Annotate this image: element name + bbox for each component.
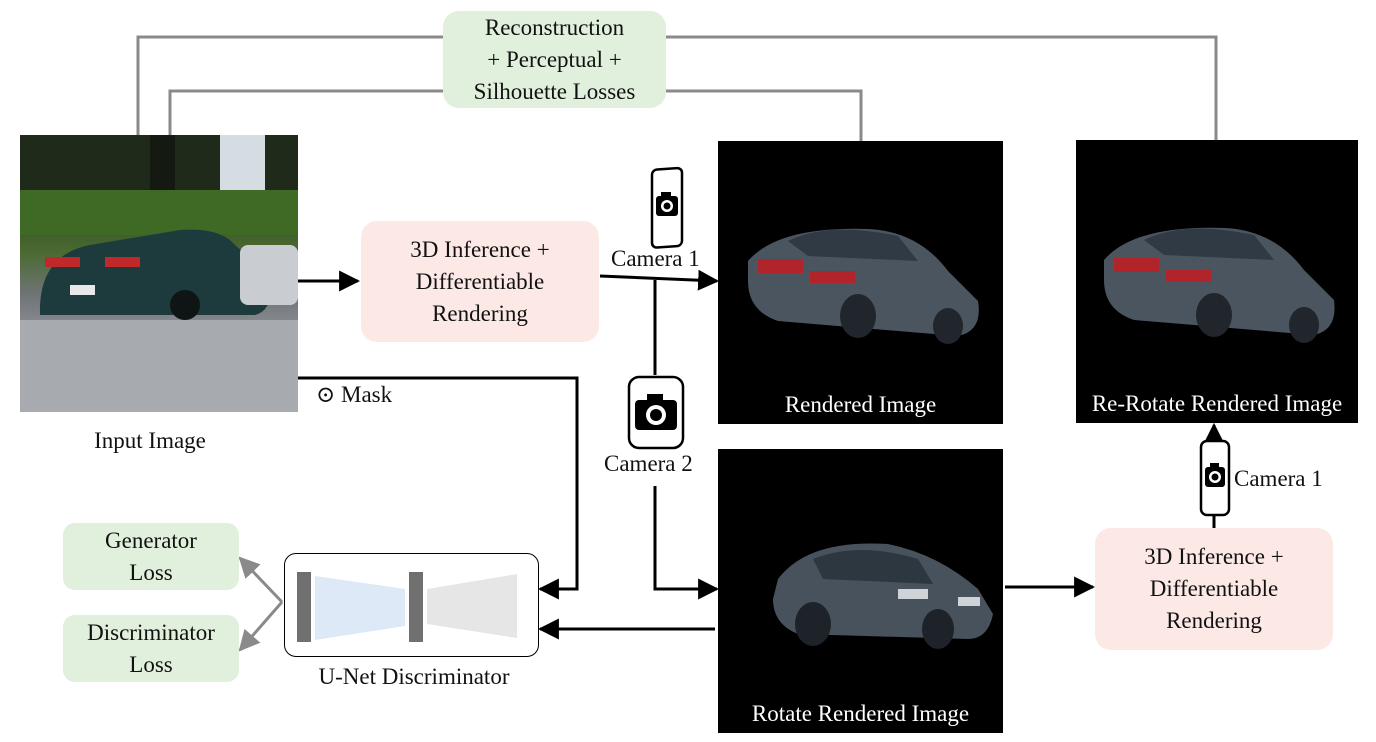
rerotate-caption: Re-Rotate Rendered Image: [1091, 391, 1343, 416]
discriminator-loss-line-2: Loss: [129, 651, 173, 677]
loss-line-inner: [168, 89, 443, 135]
losses-line-3: Silhouette Losses: [473, 78, 636, 104]
inference-right-line-1: 3D Inference +: [1144, 544, 1284, 569]
loss-line-rerotate: [666, 35, 1218, 140]
inference-top-line-2: Differentiable: [415, 268, 545, 294]
unet-decoder: [427, 574, 517, 638]
unet-discriminator: [284, 553, 539, 657]
loss-line-rendered: [666, 89, 863, 141]
mask-label: ⊙ Mask: [316, 382, 393, 407]
inference-box-top: 3D Inference + Differentiable Rendering: [361, 221, 599, 342]
arrow-mask-unet: [298, 376, 579, 600]
rerotate-rendered-image: Re-Rotate Rendered Image: [1076, 140, 1358, 423]
inference-box-right: 3D Inference + Differentiable Rendering: [1095, 528, 1333, 650]
rotate-caption: Rotate Rendered Image: [751, 701, 970, 726]
generator-loss-box: Generator Loss: [63, 523, 239, 590]
losses-box: Reconstruction + Perceptual + Silhouette…: [443, 11, 666, 108]
camera2-label: Camera 2: [604, 451, 693, 476]
rendered-image: Rendered Image: [718, 141, 1003, 424]
input-image-label: Input Image: [94, 428, 206, 453]
discriminator-loss-line-1: Discriminator: [87, 619, 215, 645]
unet-encoder: [315, 576, 405, 640]
camera1-top-label: Camera 1: [611, 246, 700, 271]
losses-line-2: + Perceptual +: [487, 46, 622, 72]
camera1-right-label: Camera 1: [1234, 466, 1323, 491]
inference-right-line-3: Rendering: [1166, 608, 1262, 633]
losses-line-1: Reconstruction: [484, 14, 625, 40]
generator-loss-line-2: Loss: [129, 559, 173, 585]
unet-label: U-Net Discriminator: [318, 664, 510, 689]
rotate-rendered-image: Rotate Rendered Image: [718, 449, 1003, 733]
generator-loss-line-1: Generator: [105, 527, 197, 553]
arrow-unet-discriminator: [238, 601, 284, 652]
rendered-caption: Rendered Image: [784, 392, 937, 417]
inference-top-line-3: Rendering: [432, 300, 528, 326]
arrow-camera2-rotate: [653, 486, 720, 600]
discriminator-loss-box: Discriminator Loss: [63, 615, 239, 682]
loss-line-outer: [136, 35, 443, 135]
arrow-inference-rendered: [599, 269, 720, 291]
inference-top-line-1: 3D Inference +: [410, 236, 550, 262]
inference-right-line-2: Differentiable: [1149, 576, 1279, 601]
input-image: [20, 135, 298, 412]
unet-bottleneck-bar: [409, 572, 423, 642]
arrow-unet-generator: [238, 556, 284, 604]
unet-encoder-bar: [297, 572, 311, 642]
